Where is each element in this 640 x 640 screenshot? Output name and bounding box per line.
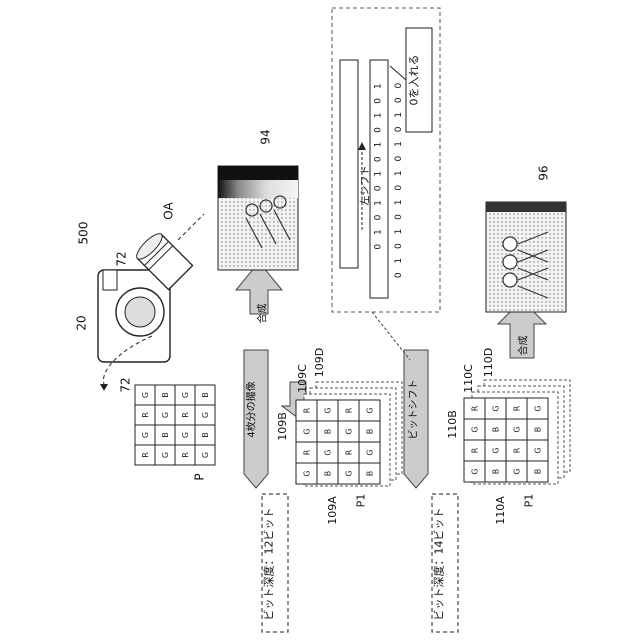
bayer-cell-label: G	[471, 426, 480, 432]
ref-109a: 109A	[326, 496, 339, 525]
bits-before: 0 1 0 1 0 1 0 1 0 1 0 1	[374, 80, 384, 249]
bayer-cell-label: B	[366, 471, 375, 477]
ref-110a: 110A	[494, 496, 507, 525]
ref-109b: 109B	[276, 412, 289, 441]
camera-illustration	[98, 214, 204, 362]
bayer-cell-label: R	[471, 405, 480, 411]
ref-p1-14: P1	[522, 494, 535, 508]
bayer-cell-label: B	[534, 469, 543, 475]
bayer-cell-label: G	[141, 392, 150, 398]
bayer-cell-label: G	[366, 407, 375, 413]
step2-arrow-label: ビットシフト	[405, 380, 420, 440]
ref-110d: 110D	[482, 348, 495, 377]
bayer-cell-label: G	[513, 468, 522, 474]
bayer-cell-label: G	[303, 428, 312, 434]
bayer-cell-label: B	[492, 469, 501, 475]
bayer-cell-label: G	[345, 428, 354, 434]
bayer-cell-label: R	[181, 412, 190, 418]
bayer-cell-label: G	[513, 426, 522, 432]
bayer-cell-label: G	[303, 470, 312, 476]
optical-axis-label: OA	[162, 202, 176, 219]
sensor-ref-p: P	[193, 473, 207, 480]
bayer-cell-label: B	[201, 432, 210, 438]
bayer-cell-label: G	[201, 412, 210, 418]
bayer-cell-label: G	[324, 407, 333, 413]
bayer-cell-label: G	[161, 452, 170, 458]
stack-14bit: R G R G G B G B R G R G G B G B	[464, 380, 570, 484]
bayer-cell-label: G	[201, 452, 210, 458]
bayer-cell-label: G	[492, 447, 501, 453]
optical-axis-line	[178, 214, 204, 240]
bayer-cell-label: G	[181, 432, 190, 438]
camera-lens-inner	[125, 297, 155, 327]
bayer-cell-label: G	[492, 405, 501, 411]
shift-label: 左シフト	[357, 166, 372, 206]
bayer-cell-label: R	[345, 449, 354, 455]
bayer-cell-label: G	[366, 449, 375, 455]
bayer-cell-label: G	[345, 470, 354, 476]
stack-12bit: R G R G G B G B R G R G G B G B	[296, 382, 402, 486]
ref-109d: 109D	[313, 348, 326, 377]
bayer-cell-label: G	[471, 468, 480, 474]
camera-ref-label: 500	[76, 222, 90, 245]
ref-109c: 109C	[296, 364, 309, 393]
bayer-cell-label: B	[366, 429, 375, 435]
bayer-cell-label: R	[513, 405, 522, 411]
depth-label-14: ビット深度：14ビット	[431, 508, 447, 621]
bits-after: 0 1 0 1 0 1 0 1 0 1 0 1 0 0	[394, 80, 404, 278]
ref-110c: 110C	[462, 364, 475, 393]
combined-image-94	[218, 166, 298, 270]
ref-110b: 110B	[446, 410, 459, 439]
image94-ref: 94	[259, 129, 273, 144]
bayer-cell-label: G	[161, 412, 170, 418]
bayer-cell-label: R	[303, 449, 312, 455]
zero-label: 0を入れる	[406, 55, 422, 106]
bit-row-before	[340, 60, 358, 268]
bayer-cell-label: G	[141, 432, 150, 438]
capture-arrow-head	[100, 384, 108, 391]
bayer-cell-label: R	[303, 407, 312, 413]
combined-image-96	[486, 202, 566, 312]
lens-ref-label: 72	[115, 251, 129, 266]
bayer-cell-label: B	[201, 392, 210, 398]
bayer-cell-label: R	[513, 447, 522, 453]
image96-ref: 96	[537, 165, 551, 180]
ref-p1-12: P1	[354, 494, 367, 508]
bayer-cell-label: G	[181, 392, 190, 398]
combine1-label: 合成	[254, 304, 269, 324]
bayer-cell-label: B	[492, 427, 501, 433]
bayer-cell-label: G	[534, 405, 543, 411]
sensor-ref-top: 72	[119, 377, 133, 392]
bayer-cell-label: B	[161, 392, 170, 398]
bayer-cell-label: R	[141, 452, 150, 458]
depth-label-12: ビット深度：12ビット	[261, 508, 277, 621]
bayer-cell-label: G	[324, 449, 333, 455]
bayer-cell-label: B	[161, 432, 170, 438]
bayer-cell-label: G	[534, 447, 543, 453]
bayer-cell-label: B	[534, 427, 543, 433]
bayer-cell-label: B	[324, 429, 333, 435]
bayer-cell-label: R	[471, 447, 480, 453]
bayer-cell-label: R	[141, 412, 150, 418]
step1-arrow-label: 4枚分の撮像	[243, 381, 258, 437]
bayer-cell-label: R	[345, 407, 354, 413]
bayer-cell-label: B	[324, 471, 333, 477]
combine2-label: 合成	[515, 336, 530, 356]
camera-viewfinder	[103, 270, 117, 290]
sensor-grid: R G R G G B G B R G R G G B G B	[135, 385, 215, 465]
bayer-cell-label: R	[181, 452, 190, 458]
body-ref-label: 20	[75, 315, 89, 330]
